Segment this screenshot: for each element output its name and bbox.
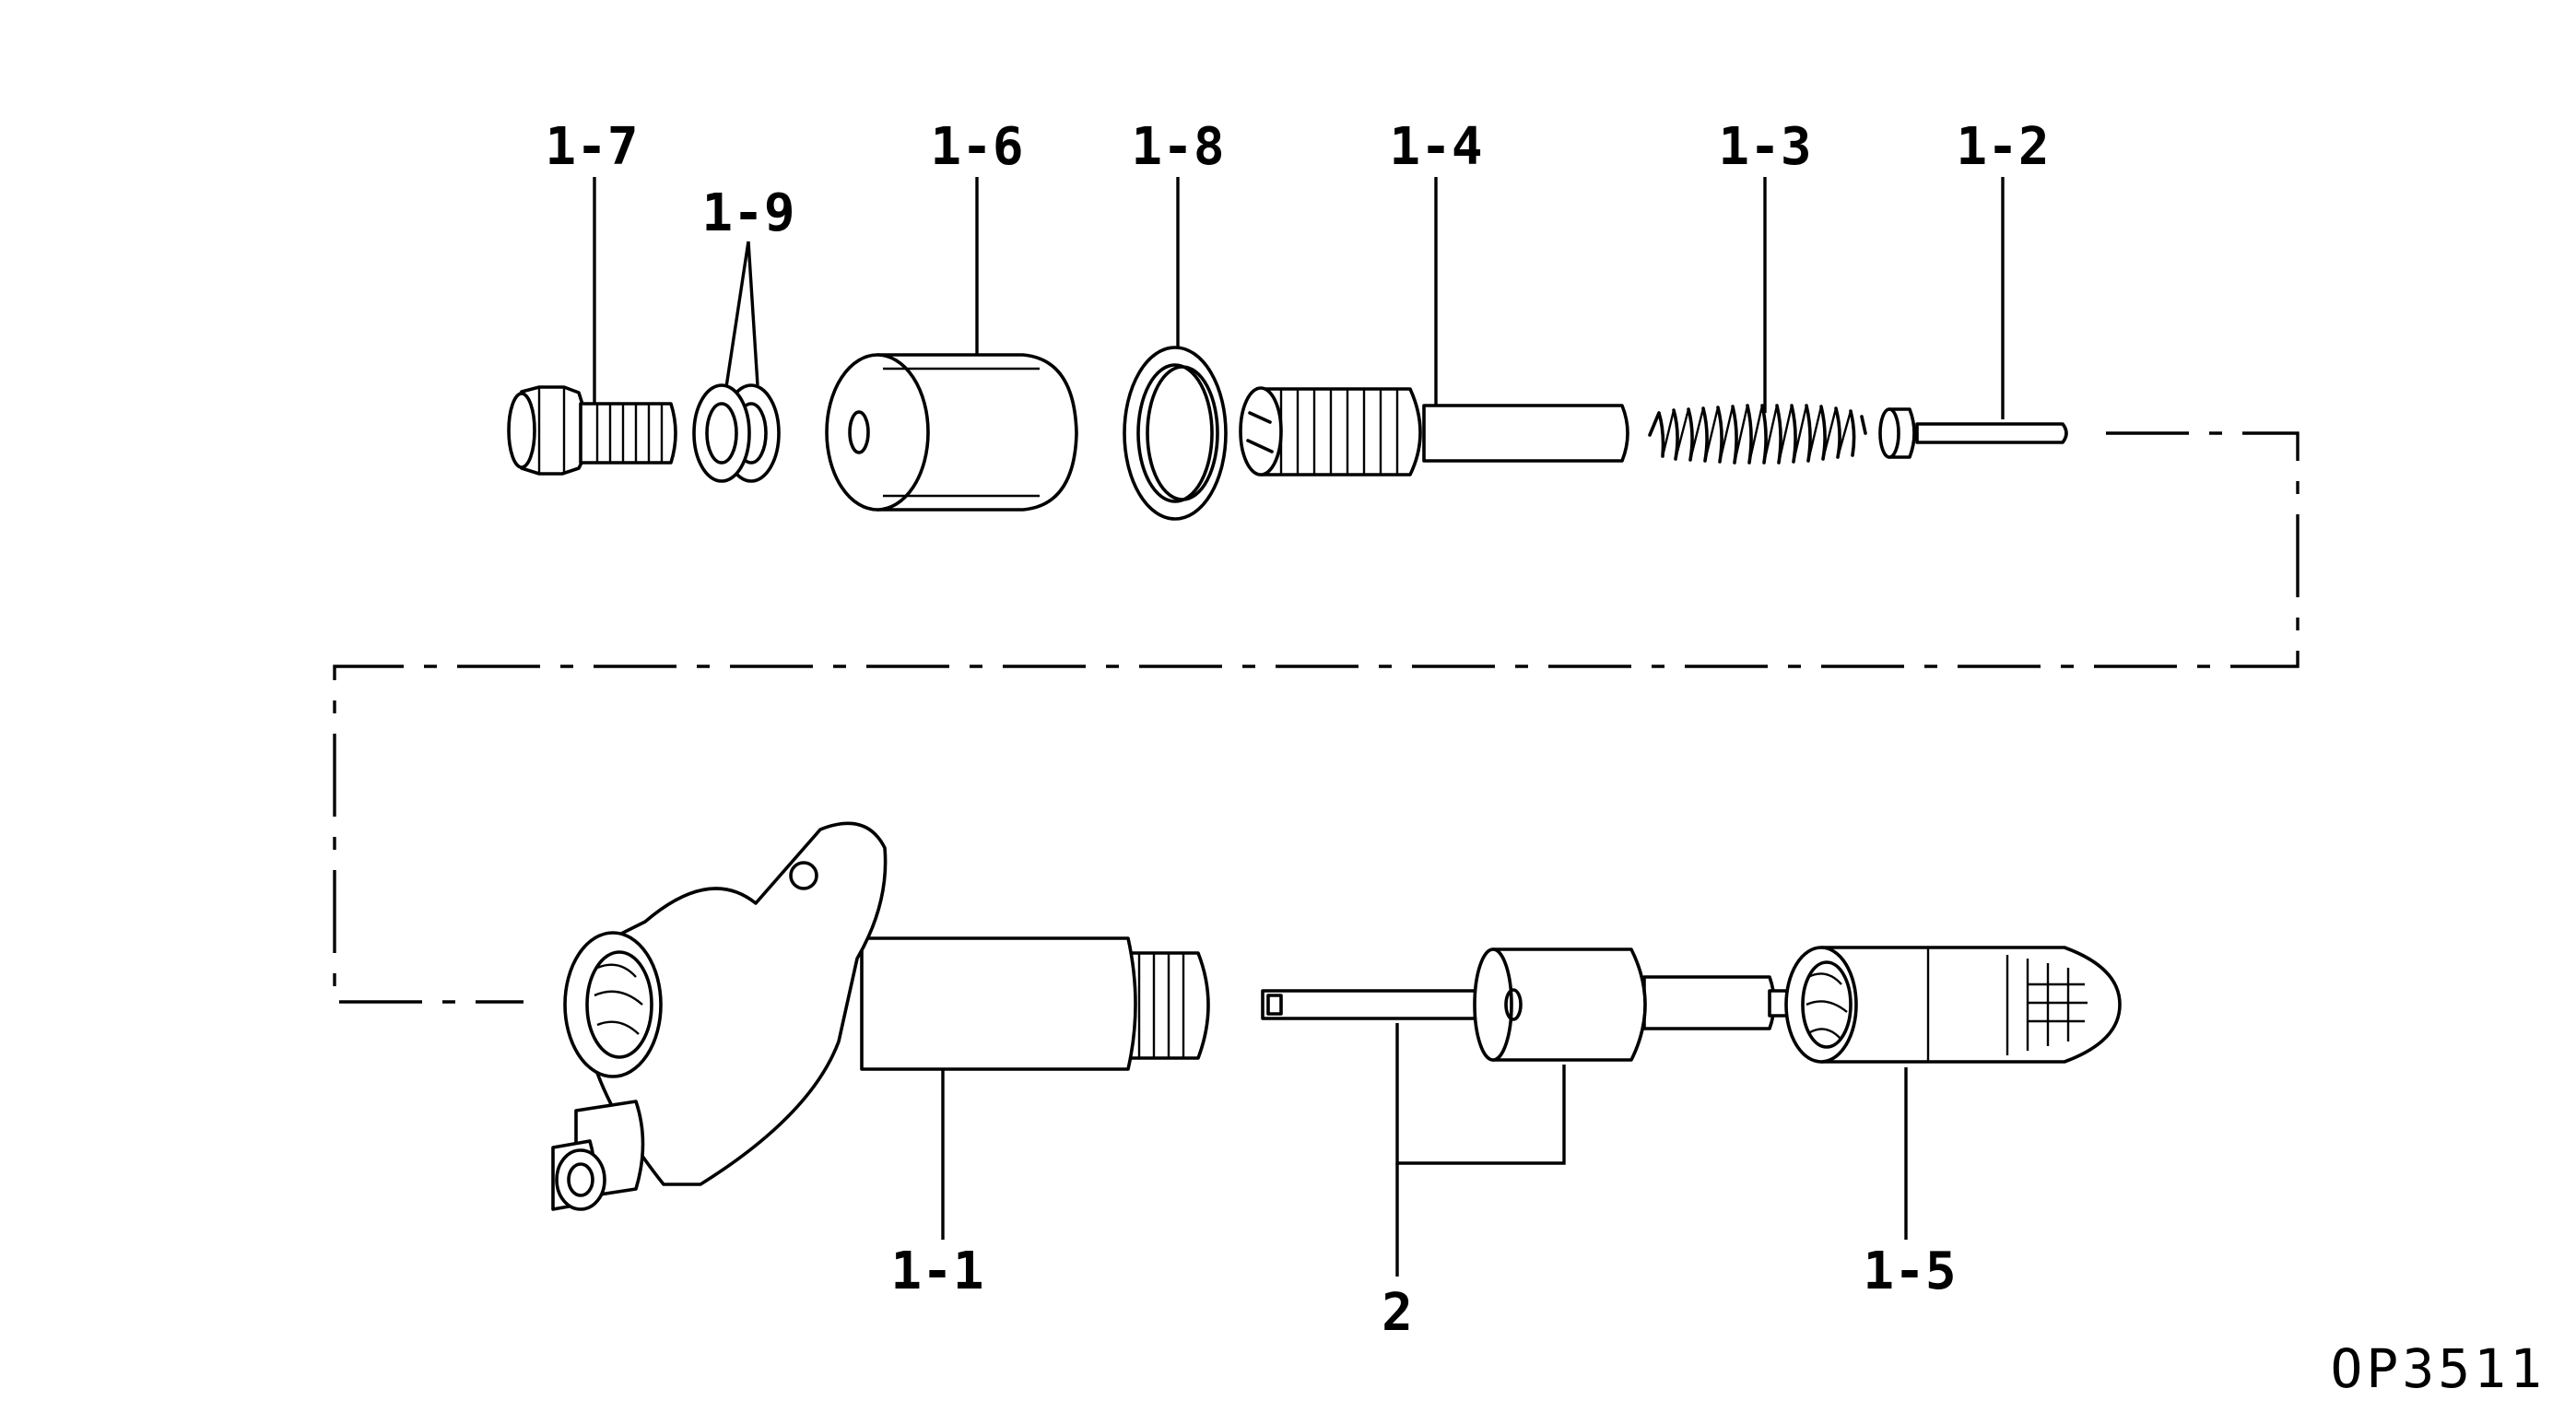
part-1-7-bolt [507,385,677,476]
part-1-2-push-rod [1878,407,2068,459]
part-1-8-gasket [1123,346,1228,521]
part-1-3-spring [1648,404,1867,465]
part-1-4-adjusting-screw [1239,386,1629,477]
label-1-7: 1-7 [545,117,638,177]
part-1-5-retaining-nut [1784,946,2122,1064]
label-1-8: 1-8 [1131,117,1224,177]
label-1-3: 1-3 [1718,117,1811,177]
label-1-4: 1-4 [1389,117,1482,177]
label-2: 2 [1382,1283,1413,1343]
part-1-9-washers [692,383,781,483]
drawing-code: OP3511 [2330,1337,2546,1400]
label-1-9: 1-9 [701,183,794,243]
leader-lines [593,177,2005,1277]
label-1-6: 1-6 [930,117,1023,177]
assembly-path-dashed-line [333,431,2300,1004]
part-2-nozzle [1261,947,1791,1062]
part-1-1-nozzle-holder-body [551,821,1210,1211]
label-1-2: 1-2 [1956,117,2049,177]
label-1-5: 1-5 [1863,1242,1956,1301]
part-1-6-cap-nut [825,353,1078,512]
label-1-1: 1-1 [890,1242,983,1301]
